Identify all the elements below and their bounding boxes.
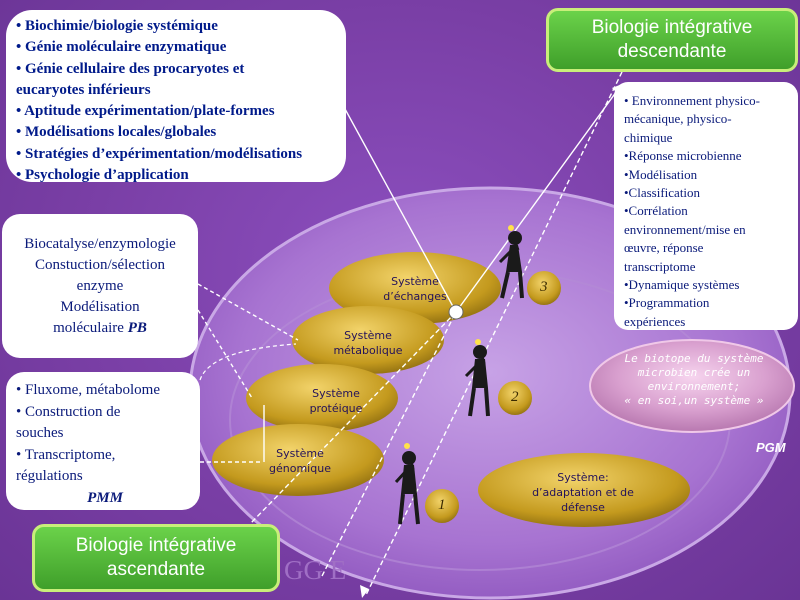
biocatalyse-line: Constuction/sélection: [35, 257, 165, 273]
number-circle-3: [527, 271, 561, 305]
system-adaptation-label: Système: d’adaptation et de défense: [508, 470, 658, 515]
number-3: 3: [540, 279, 548, 295]
environment-item: •Modélisation: [624, 166, 698, 182]
skills-item: • Génie cellulaire des procaryotes et: [16, 60, 245, 77]
system-metabolique-label: Système métabolique: [318, 328, 418, 358]
system-genomique-label: Système génomique: [250, 446, 350, 476]
environment-item: chimique: [624, 129, 673, 145]
biotope-l1: Le biotope du système: [624, 352, 764, 365]
environment-item: œuvre, réponse: [624, 240, 704, 256]
skills-item: • Modélisations locales/globales: [16, 124, 217, 141]
system-adaptation-ellipse: [478, 453, 690, 527]
line-left-arc: [199, 343, 297, 381]
system-metabolique-ellipse: [292, 306, 444, 374]
biocatalyse-line: Biocatalyse/enzymologie: [24, 236, 176, 252]
descendante-line2: descendante: [617, 41, 727, 62]
biotope-l2: microbien crée un: [637, 366, 751, 379]
skills-item: • Psychologie d’application: [16, 167, 189, 184]
environment-item: environnement/mise en: [624, 221, 746, 237]
environment-item: •Programmation: [624, 295, 710, 311]
fluxome-item: • Transcriptome,: [16, 446, 116, 463]
biotope-l3: environnement;: [647, 380, 741, 393]
biologie-ascendante-label: Biologie intégrative ascendante: [32, 524, 280, 592]
thinker-figure-2: [464, 339, 490, 417]
number-2: 2: [511, 389, 519, 405]
biotope-l4: « en soi,un système »: [624, 394, 764, 407]
fluxome-item: régulations: [16, 468, 83, 484]
skills-item: • Biochimie/biologie systémique: [16, 18, 218, 34]
environment-item: •Corrélation: [624, 203, 688, 219]
gg-fragment: GG E: [284, 555, 347, 585]
skills-item: • Génie moléculaire enzymatique: [16, 39, 227, 56]
environment-item: mécanique, physico-: [624, 111, 732, 127]
system-metabolique-l1: Système: [344, 329, 392, 342]
thinker-figure-3: [498, 225, 524, 299]
arrowhead-bottom: [360, 585, 369, 598]
environment-item: •Réponse microbienne: [624, 148, 742, 164]
biotope-ellipse: [589, 339, 795, 433]
system-genomique-l2: génomique: [269, 462, 331, 475]
system-proteique-ellipse: [246, 364, 398, 432]
number-circle-1: [425, 489, 459, 523]
environment-item: transcriptome: [624, 258, 696, 274]
biocatalyse-line: Modélisation: [60, 299, 140, 315]
system-echanges-l1: Système: [391, 275, 439, 288]
pmm-label: PMM: [87, 489, 123, 506]
arrow-to-right-box: [455, 83, 623, 313]
system-adaptation-l3: défense: [561, 501, 605, 514]
skills-item: • Stratégies d’expérimentation/modélisat…: [16, 145, 303, 162]
center-node: [448, 304, 464, 320]
biocatalyse-line: moléculaire: [53, 320, 128, 336]
system-proteique-l1: Système: [312, 387, 360, 400]
number-circle-2: [498, 381, 532, 415]
pb-label: PB: [127, 320, 147, 336]
arrow-from-green-top: [365, 71, 623, 596]
ascendante-line2: ascendante: [106, 559, 206, 580]
biologie-descendante-label: Biologie intégrative descendante: [546, 8, 798, 72]
ascendante-line1: Biologie intégrative: [75, 535, 237, 556]
system-echanges-l2: d’échanges: [383, 290, 447, 303]
system-proteique-l2: protéique: [309, 402, 363, 415]
system-adaptation-l1: Système:: [557, 471, 609, 484]
skills-item: • Aptitude expérimentation/plate-formes: [16, 103, 275, 120]
system-echanges-label: Système d’échanges: [365, 274, 465, 304]
environment-box: • Environnement physico- mécanique, phys…: [614, 82, 798, 330]
environment-item: • Environnement physico-: [624, 93, 760, 108]
system-metabolique-l2: métabolique: [333, 344, 403, 357]
skills-box: • Biochimie/biologie systémique • Génie …: [6, 10, 346, 183]
system-genomique-l1: Système: [276, 447, 324, 460]
environment-item: expériences: [624, 313, 686, 329]
pgm-label: PGM: [756, 440, 786, 455]
environment-item: •Classification: [624, 185, 701, 201]
fluxome-item: • Construction de: [16, 403, 121, 420]
skills-item: eucaryotes inférieurs: [16, 81, 151, 98]
fluxome-item: • Fluxome, métabolome: [16, 382, 160, 398]
line-from-box-mid: [197, 283, 299, 341]
environment-item: •Dynamique systèmes: [624, 277, 740, 293]
biocatalyse-box: Biocatalyse/enzymologie Constuction/séle…: [2, 214, 198, 358]
arrow-to-green-bottom: [249, 311, 457, 525]
biotope-text: Le biotope du système microbien crée un …: [606, 352, 782, 408]
number-1: 1: [438, 497, 446, 513]
fluxome-box: • Fluxome, métabolome • Construction de …: [6, 372, 200, 510]
thinker-figure-1: [394, 443, 420, 525]
biocatalyse-line-last: moléculaire PB: [6, 318, 194, 339]
system-adaptation-l2: d’adaptation et de: [532, 486, 634, 499]
descendante-line1: Biologie intégrative: [591, 17, 753, 38]
biocatalyse-line: enzyme: [76, 278, 124, 294]
line-from-box-mid-2: [197, 309, 253, 399]
system-genomique-ellipse: [212, 424, 384, 496]
arrow-up-from-bottom: [321, 311, 457, 577]
fluxome-item: souches: [16, 425, 64, 441]
system-proteique-label: Système protéique: [286, 386, 386, 416]
